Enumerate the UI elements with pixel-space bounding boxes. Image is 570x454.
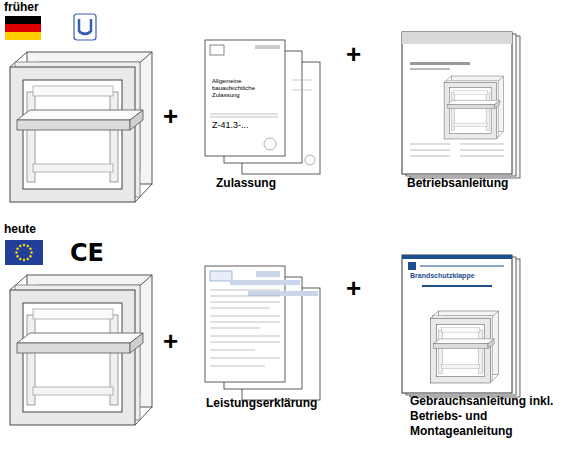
eu-star <box>19 258 21 260</box>
instructions-manual <box>402 255 520 397</box>
document-label: Betriebsanleitung <box>407 176 508 191</box>
document-stack <box>205 40 320 174</box>
manual-title: Brandschutzklappe <box>410 272 475 281</box>
fire-damper <box>10 275 152 425</box>
document-stack <box>205 266 320 400</box>
document-heading: Allgemeine bauaufsichtliche Zulassung <box>212 78 264 99</box>
period-label: heute <box>4 222 36 237</box>
ce-mark: CE <box>70 238 104 268</box>
eu-star <box>15 251 17 253</box>
plus-sign: + <box>163 325 178 358</box>
plus-sign: + <box>346 272 361 305</box>
document-label: Gebrauchsanleitung inkl. Betriebs- und M… <box>410 394 566 439</box>
eu-star <box>27 245 29 247</box>
german-flag <box>5 16 41 40</box>
eu-star <box>27 258 29 260</box>
eu-star <box>30 251 32 253</box>
plus-sign: + <box>346 38 361 71</box>
document-label: Zulassung <box>216 176 276 191</box>
eu-star <box>16 255 18 257</box>
eu-star <box>23 259 25 261</box>
operating-manual <box>402 32 520 178</box>
u-mark-icon <box>74 14 96 40</box>
eu-star <box>29 255 31 257</box>
period-label: früher <box>4 0 39 15</box>
eu-star <box>16 248 18 250</box>
eu-flag <box>5 240 43 265</box>
eu-star <box>19 245 21 247</box>
plus-sign: + <box>163 100 178 133</box>
eu-star <box>23 244 25 246</box>
document-number: Z-41.3-... <box>212 120 249 131</box>
document-label: Leistungserklärung <box>206 396 317 411</box>
eu-star <box>29 248 31 250</box>
fire-damper <box>10 52 152 202</box>
